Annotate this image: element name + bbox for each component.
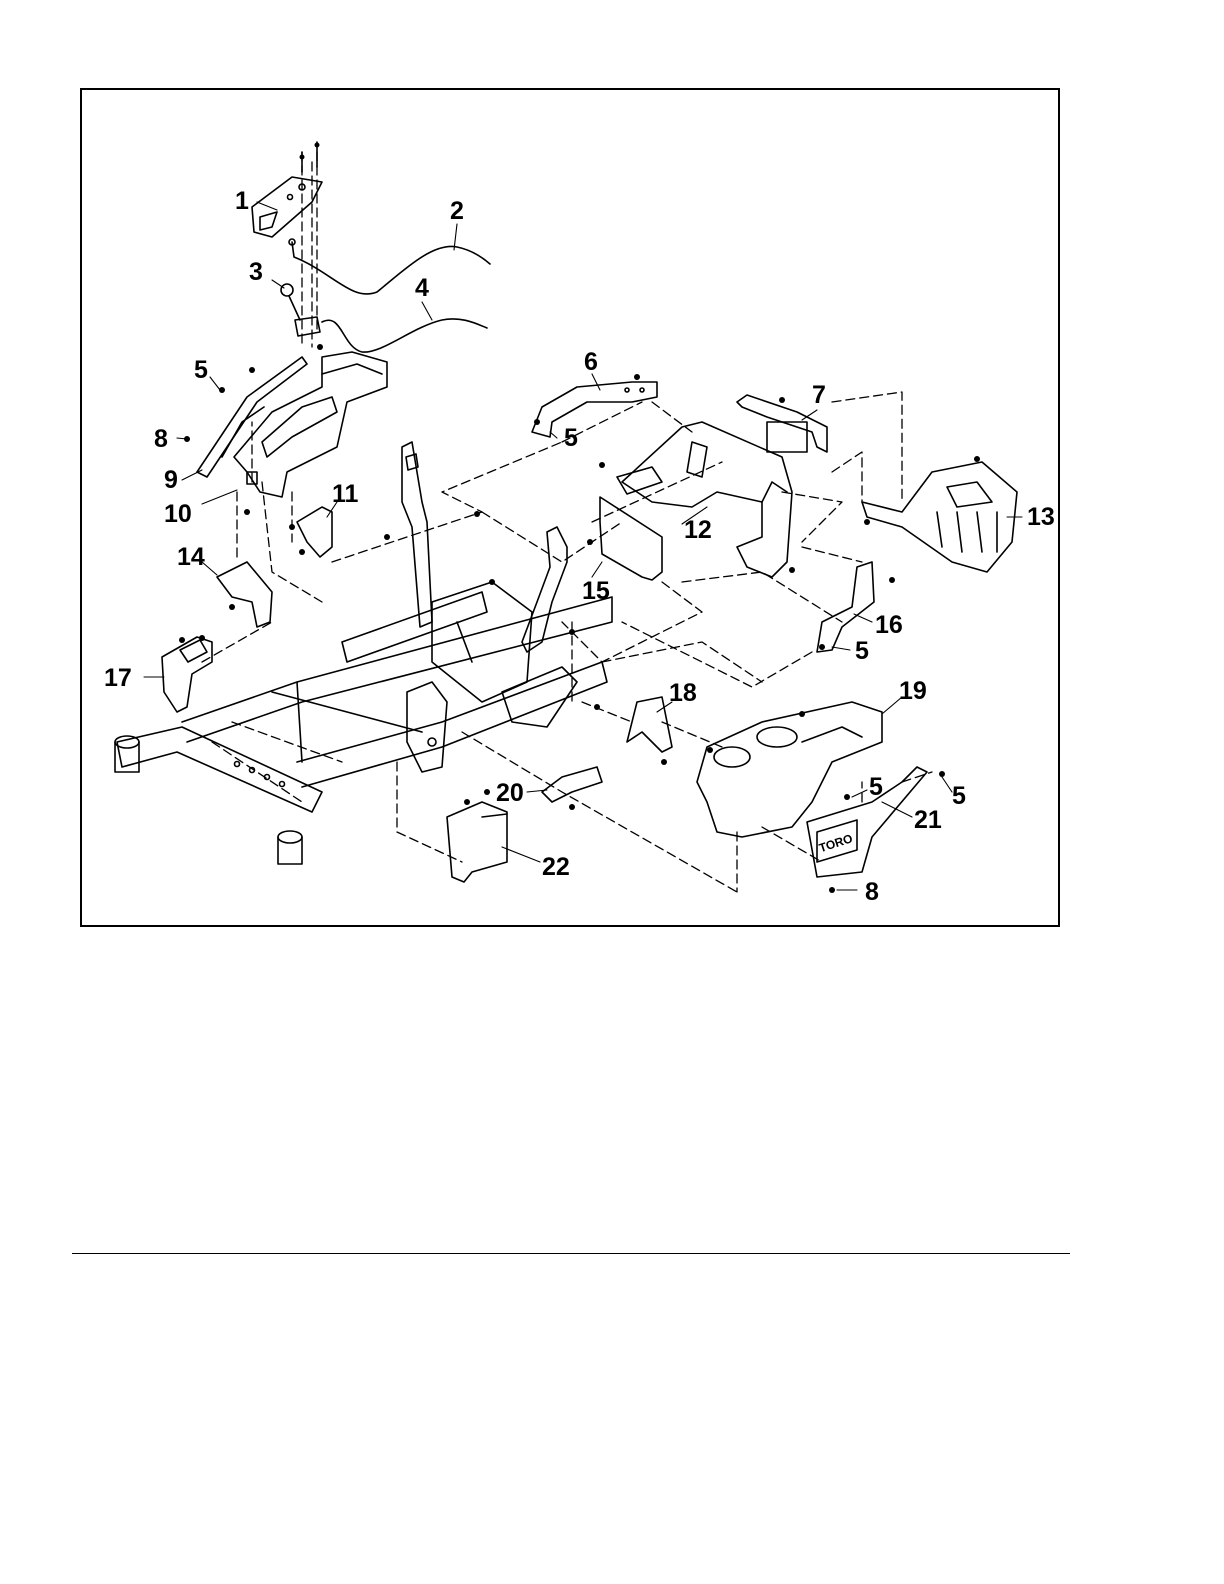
exploded-parts-diagram: TORO 1 2 3 4 5 5 5 5 5 6 7 8 8 9 10 11 1…: [80, 88, 1060, 927]
choke-cable: [322, 319, 487, 352]
callout-2: 2: [450, 197, 464, 225]
callout-7: 7: [812, 381, 826, 409]
part-bracket-17: [162, 637, 212, 712]
callout-3: 3: [249, 258, 263, 286]
callout-5e: 5: [952, 782, 966, 810]
part-bracket-18: [627, 697, 672, 752]
callout-6: 6: [584, 348, 598, 376]
logo-text: TORO: [817, 831, 854, 855]
callout-5a: 5: [194, 356, 208, 384]
callout-8b: 8: [865, 878, 879, 906]
part-plate-15: [600, 497, 662, 580]
part-bracket-20: [542, 767, 602, 802]
callout-20: 20: [496, 779, 524, 807]
callout-22: 22: [542, 853, 570, 881]
callout-17: 17: [104, 664, 132, 692]
diagram-drawing: TORO 1 2 3 4 5 5 5 5 5 6 7 8 8 9 10 11 1…: [82, 90, 1062, 929]
callout-8a: 8: [154, 425, 168, 453]
callout-21: 21: [914, 806, 942, 834]
callout-13: 13: [1027, 503, 1055, 531]
fasteners: [179, 143, 980, 894]
callout-5c: 5: [855, 637, 869, 665]
callout-14: 14: [177, 543, 205, 571]
part-knob: [281, 284, 320, 336]
callout-18: 18: [669, 679, 697, 707]
part-rear-panel: [617, 422, 792, 577]
callout-9: 9: [164, 466, 178, 494]
callout-15: 15: [582, 577, 610, 605]
part-bracket-14: [217, 562, 272, 627]
leader-lines: [144, 202, 1022, 890]
callout-11: 11: [332, 480, 359, 508]
callout-4: 4: [415, 274, 429, 302]
part-console-left: [234, 352, 387, 497]
callout-16: 16: [875, 611, 903, 639]
part-side-panel: [807, 767, 927, 877]
callout-5b: 5: [564, 424, 578, 452]
part-console-right: [697, 702, 882, 837]
callout-5d: 5: [869, 773, 883, 801]
throttle-cable: [289, 239, 490, 294]
callout-10: 10: [164, 500, 192, 528]
page-divider: [72, 1253, 1070, 1254]
callout-1: 1: [235, 187, 249, 215]
part-rear-cover: [862, 462, 1017, 572]
callout-12: 12: [684, 516, 712, 544]
part-box-22: [447, 802, 507, 882]
callouts: 1 2 3 4 5 5 5 5 5 6 7 8 8 9 10 11 12 13 …: [104, 187, 1055, 906]
callout-19: 19: [899, 677, 927, 705]
part-bracket-6: [532, 382, 657, 437]
